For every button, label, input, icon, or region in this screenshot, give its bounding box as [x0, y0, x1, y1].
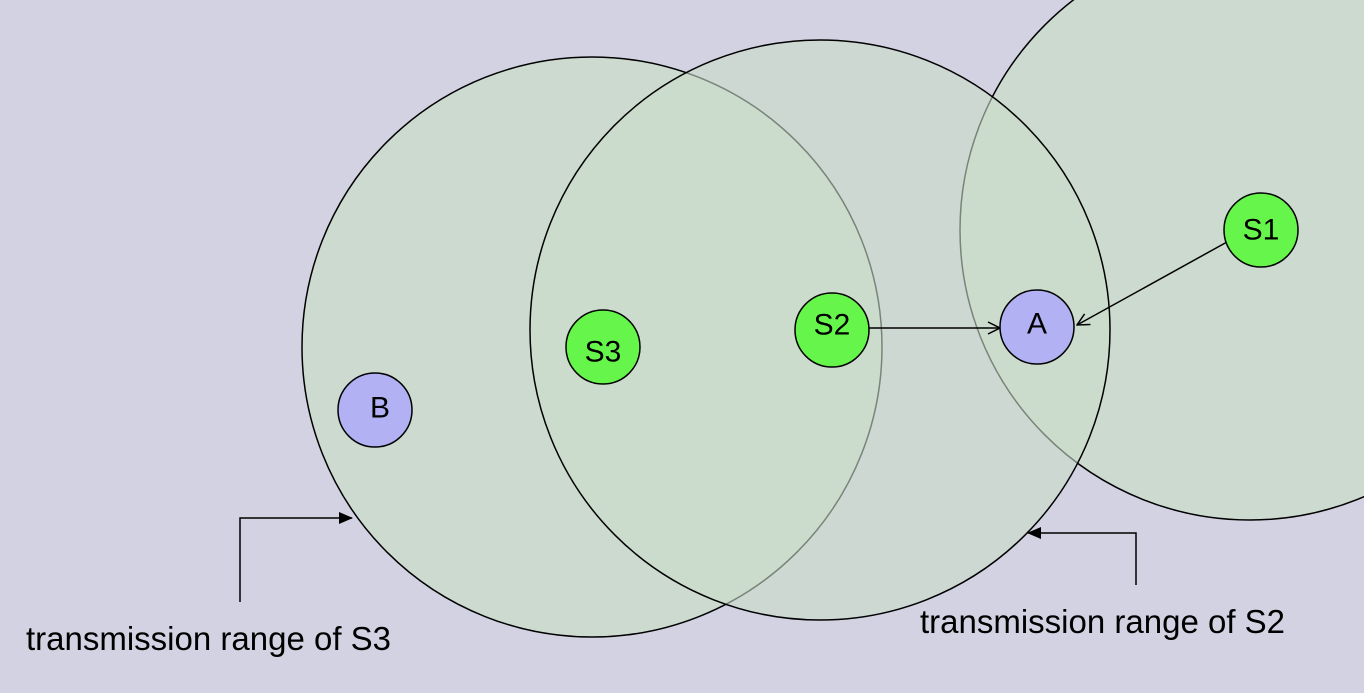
node-s1: S1 [1223, 192, 1299, 268]
node-a-label: A [1027, 308, 1047, 341]
node-a-circle [999, 289, 1075, 365]
range-label-s2: transmission range of S2 [920, 603, 1285, 640]
arrow-s1-to-a [1077, 241, 1228, 325]
node-s1-circle [1223, 192, 1299, 268]
node-a: A [999, 289, 1075, 365]
node-s2-label: S2 [814, 309, 851, 342]
range-label-s3: transmission range of S3 [26, 620, 391, 657]
node-s1-label: S1 [1243, 214, 1280, 247]
pointer-range-s3 [239, 512, 353, 602]
node-b-circle [337, 372, 413, 448]
node-b-label: B [370, 392, 390, 425]
node-s3: S3 [565, 309, 641, 385]
node-s2: S2 [794, 292, 870, 368]
node-b: B [337, 372, 413, 448]
node-s2-circle [794, 292, 870, 368]
node-s3-circle [565, 309, 641, 385]
node-s3-label: S3 [585, 336, 622, 369]
pointer-range-s2 [1027, 527, 1137, 585]
